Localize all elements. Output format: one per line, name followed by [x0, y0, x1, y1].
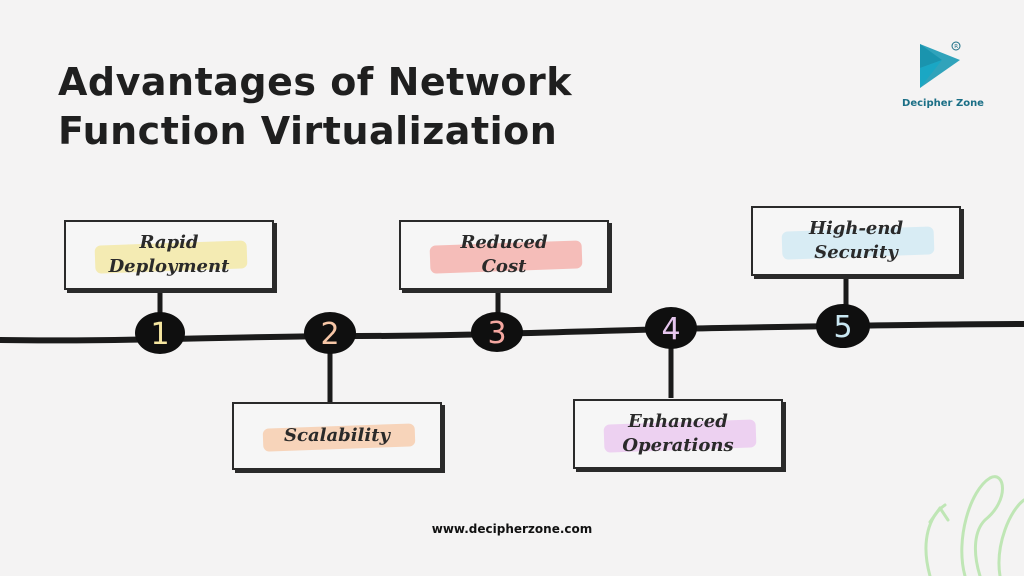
play-triangle-icon: R	[920, 41, 961, 88]
brand-name: Decipher Zone	[902, 98, 984, 109]
step-circle-2	[304, 312, 356, 354]
step-circle-3	[471, 312, 523, 352]
step-card-5: High-end Security	[751, 206, 961, 276]
step-number-3: 3	[487, 316, 506, 351]
step-number-2: 2	[320, 317, 339, 352]
svg-text:R: R	[954, 44, 958, 50]
step-card-4: Enhanced Operations	[573, 399, 783, 469]
step-label-4a: Enhanced	[628, 411, 728, 432]
step-card-1: Rapid Deployment	[64, 220, 274, 290]
step-label-1b: Deployment	[108, 256, 230, 277]
step-card-2: Scalability	[232, 402, 442, 470]
brand-logo: R Decipher Zone	[898, 40, 988, 114]
step-label-3b: Cost	[481, 256, 527, 277]
step-number-1: 1	[150, 317, 169, 352]
step-label-1a: Rapid	[139, 232, 199, 253]
page-title: Advantages of Network Function Virtualiz…	[58, 58, 572, 156]
step-circle-5	[816, 304, 870, 348]
leaf-doodle	[924, 475, 1024, 576]
title-line-2: Function Virtualization	[58, 109, 558, 153]
step-label-5b: Security	[814, 242, 898, 263]
step-circle-1	[135, 312, 185, 354]
step-card-3: Reduced Cost	[399, 220, 609, 290]
step-label-3a: Reduced	[460, 232, 548, 253]
title-line-1: Advantages of Network	[58, 60, 573, 104]
step-label-4b: Operations	[622, 435, 734, 456]
step-number-4: 4	[661, 312, 680, 347]
step-label-2a: Scalability	[284, 425, 390, 446]
website-url: www.decipherzone.com	[431, 522, 593, 536]
step-number-5: 5	[833, 310, 852, 345]
step-circle-4	[645, 307, 697, 349]
step-label-5a: High-end	[808, 218, 904, 239]
